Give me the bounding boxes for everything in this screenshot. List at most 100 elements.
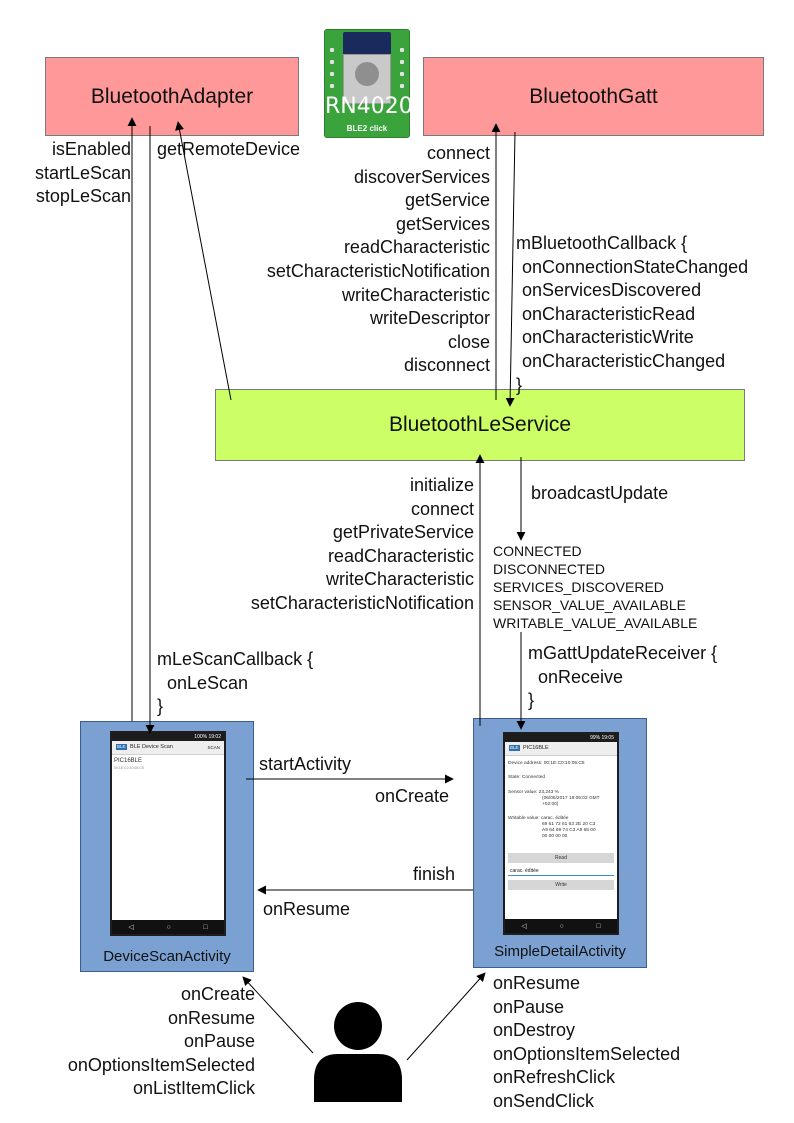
broadcast-action: SENSOR_VALUE_AVAILABLE bbox=[493, 597, 686, 613]
status-bar: 100% 19:02 bbox=[112, 733, 224, 741]
write-button[interactable]: Write bbox=[508, 880, 614, 890]
service-call: setCharacteristicNotification bbox=[250, 592, 474, 613]
gatt-call: getService bbox=[404, 190, 490, 211]
gatt-callback-line: } bbox=[516, 374, 523, 395]
detail-lifecycle-call: onDestroy bbox=[493, 1020, 576, 1041]
le-scan-callback: mLeScanCallback { onLeScan } bbox=[157, 648, 313, 719]
broadcast-action: WRITABLE_VALUE_AVAILABLE bbox=[493, 615, 698, 631]
device-scan-activity-caption: DeviceScanActivity bbox=[103, 948, 231, 965]
gatt-callback-line: onCharacteristicWrite bbox=[522, 327, 694, 348]
on-resume-label: onResume bbox=[263, 899, 351, 919]
user-calls-scan: onCreate onResume onPause onOptionsItemS… bbox=[0, 983, 255, 1101]
broadcast-action: CONNECTED bbox=[493, 543, 582, 559]
recents-icon[interactable]: □ bbox=[203, 923, 208, 931]
module-label: RN4020 bbox=[325, 94, 413, 119]
scan-lifecycle-call: onPause bbox=[183, 1031, 255, 1052]
writable-hex-2: A9 64 69 74 C3 A9 65 00 bbox=[542, 828, 596, 833]
receiver-line: } bbox=[528, 690, 535, 711]
simple-detail-phone-screenshot: 99% 19:05 BLE PIC16BLE Device address: 0… bbox=[503, 732, 619, 935]
recents-icon[interactable]: □ bbox=[596, 922, 601, 930]
rn4020-module-image: RN4020 BLE2 click bbox=[324, 29, 413, 138]
device-address: 00:1E:C0:10:05:C5 bbox=[114, 766, 144, 770]
scan-button[interactable]: SCAN bbox=[207, 745, 220, 750]
broadcast-actions: CONNECTED DISCONNECTED SERVICES_DISCOVER… bbox=[493, 542, 697, 632]
sensor-value-text: Sensor value: 23,243 % bbox=[508, 790, 559, 795]
bluetooth-adapter-box: BluetoothAdapter bbox=[45, 57, 299, 136]
sensor-value-date: (06/06/2017 19:05:02 GMT bbox=[542, 796, 600, 801]
back-icon[interactable]: ◁ bbox=[128, 924, 134, 931]
home-icon[interactable]: ○ bbox=[166, 923, 171, 931]
scan-lifecycle-call: onOptionsItemSelected bbox=[67, 1054, 255, 1075]
start-activity-label: startActivity bbox=[259, 754, 352, 774]
adapter-call: startLeScan bbox=[34, 162, 131, 183]
scan-lifecycle-call: onListItemClick bbox=[132, 1078, 255, 1099]
gatt-callback-line: onConnectionStateChanged bbox=[522, 256, 749, 277]
gatt-callback-line: mBluetoothCallback { bbox=[516, 233, 688, 253]
device-address-text: Device address: 00:1E:C0:10:05:C5 bbox=[508, 761, 585, 766]
arrow-service-to-adapter bbox=[175, 121, 232, 401]
device-scan-phone-screenshot: 100% 19:02 BLE BLE Device Scan SCAN PIC1… bbox=[110, 731, 226, 936]
app-title: PIC16BLE bbox=[523, 745, 549, 751]
gatt-call: writeCharacteristic bbox=[341, 284, 490, 305]
gatt-call: connect bbox=[426, 143, 490, 163]
navigation-bar: ◁ ○ □ bbox=[112, 920, 224, 934]
home-icon[interactable]: ○ bbox=[559, 922, 564, 930]
navigation-bar: ◁ ○ □ bbox=[505, 919, 617, 933]
user-icon bbox=[314, 1002, 402, 1102]
get-remote-device-label: getRemoteDevice bbox=[157, 139, 301, 159]
module-sub-label: BLE2 click bbox=[346, 124, 388, 133]
gatt-call: disconnect bbox=[403, 355, 490, 376]
app-title: BLE Device Scan bbox=[130, 744, 173, 750]
service-call: initialize bbox=[409, 475, 474, 495]
gatt-call: setCharacteristicNotification bbox=[266, 260, 490, 281]
app-bar: BLE BLE Device Scan SCAN bbox=[112, 741, 224, 755]
receiver-line: onReceive bbox=[538, 666, 624, 687]
broadcast-update-label: broadcastUpdate bbox=[531, 483, 669, 503]
simple-detail-activity: 99% 19:05 BLE PIC16BLE Device address: 0… bbox=[473, 718, 647, 968]
adapter-calls: isEnabled startLeScan stopLeScan bbox=[0, 138, 131, 209]
finish-label: finish bbox=[413, 864, 456, 884]
gatt-call: close bbox=[447, 331, 490, 352]
gatt-callback-line: onCharacteristicChanged bbox=[522, 350, 726, 371]
app-logo-icon: BLE bbox=[116, 743, 127, 750]
scan-lifecycle-call: onCreate bbox=[180, 984, 255, 1004]
arrow-gatt-to-service bbox=[505, 131, 516, 407]
scan-callback-line: onLeScan bbox=[167, 672, 249, 693]
writable-hex-1: 69 61 72 61 63 2E 20 C3 bbox=[542, 822, 596, 827]
service-call: connect bbox=[410, 498, 474, 519]
state-text: State: Connected bbox=[508, 775, 546, 780]
gatt-call: writeDescriptor bbox=[369, 308, 490, 329]
scan-callback-line: mLeScanCallback { bbox=[157, 649, 314, 669]
broadcast-action: DISCONNECTED bbox=[493, 561, 606, 577]
gatt-calls: connect discoverServices getService getS… bbox=[180, 142, 490, 378]
status-bar: 99% 19:05 bbox=[505, 734, 617, 742]
detail-lifecycle-call: onOptionsItemSelected bbox=[493, 1043, 681, 1064]
service-calls: initialize connect getPrivateService rea… bbox=[150, 474, 474, 616]
arrow-user-to-scan bbox=[242, 976, 314, 1054]
detail-lifecycle-call: onPause bbox=[493, 996, 565, 1017]
device-name[interactable]: PIC16BLE bbox=[114, 758, 143, 764]
arrow-user-to-detail bbox=[406, 972, 486, 1061]
bluetooth-gatt-box: BluetoothGatt bbox=[423, 57, 764, 136]
module-chip bbox=[343, 32, 391, 58]
writable-input[interactable]: carac. éditée bbox=[508, 867, 614, 876]
back-icon[interactable]: ◁ bbox=[521, 923, 527, 930]
adapter-call: stopLeScan bbox=[35, 186, 131, 207]
service-call: getPrivateService bbox=[332, 522, 474, 543]
app-bar: BLE PIC16BLE bbox=[505, 742, 617, 756]
gatt-callback-line: onCharacteristicRead bbox=[522, 303, 696, 324]
user-calls-detail: onResume onPause onDestroy onOptionsItem… bbox=[493, 972, 680, 1114]
gatt-callback-line: onServicesDiscovered bbox=[522, 280, 702, 301]
gatt-update-receiver: mGattUpdateReceiver { onReceive } bbox=[528, 642, 717, 713]
writable-hex-3: 00 00 00 00 bbox=[542, 834, 568, 839]
receiver-line: mGattUpdateReceiver { bbox=[528, 643, 718, 663]
service-call: writeCharacteristic bbox=[325, 569, 474, 590]
sensor-value-tz: +02:00) bbox=[542, 802, 559, 807]
simple-detail-activity-caption: SimpleDetailActivity bbox=[494, 943, 626, 960]
bluetooth-adapter-label: BluetoothAdapter bbox=[90, 84, 254, 108]
scan-callback-line: } bbox=[157, 696, 164, 717]
read-button[interactable]: Read bbox=[508, 853, 614, 863]
on-create-label: onCreate bbox=[375, 786, 450, 806]
